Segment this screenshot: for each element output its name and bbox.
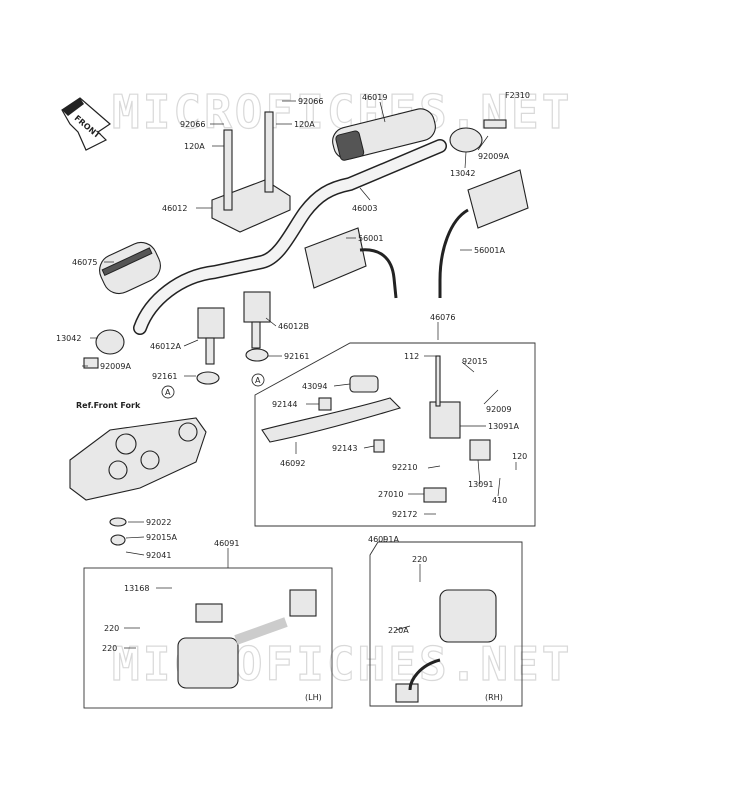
callout-13042-top: 13042 <box>450 169 475 178</box>
lever-46092 <box>261 397 402 443</box>
callout-92041: 92041 <box>146 551 171 560</box>
callout-46019: 46019 <box>362 93 387 102</box>
rh-label: (RH) <box>485 693 503 702</box>
callout-220-lh-bottom: 220 <box>102 644 117 653</box>
callout-46012A: 46012A <box>150 342 181 351</box>
callout-46012: 46012 <box>162 204 187 213</box>
spring-92144 <box>318 397 332 411</box>
mirror-56001A <box>438 169 529 298</box>
callout-46091A: 46091A <box>368 535 399 544</box>
callout-92066: 92066 <box>180 120 205 129</box>
callout-92210: 92210 <box>392 463 417 472</box>
front-arrow-icon <box>61 97 111 151</box>
switch-lh-box <box>83 567 333 709</box>
mirror-56001 <box>304 227 398 299</box>
bar-end-13042-left <box>83 329 125 369</box>
lever-assembly-box <box>254 342 536 527</box>
callout-92161-right: 92161 <box>284 352 309 361</box>
washer-92161-left <box>196 371 220 385</box>
triple-clamp <box>69 417 207 501</box>
callout-92143: 92143 <box>332 444 357 453</box>
callout-46075: 46075 <box>72 258 97 267</box>
holder-46012A <box>197 307 225 365</box>
marker-a-top <box>251 373 265 387</box>
callout-92009A-left: 92009A <box>100 362 131 371</box>
callout-92066-top: 92066 <box>298 97 323 106</box>
master-cylinder <box>429 355 461 439</box>
callout-92009A-top: 92009A <box>478 152 509 161</box>
callout-92015: 92015 <box>462 357 487 366</box>
callout-13042-left: 13042 <box>56 334 81 343</box>
callout-220A: 220A <box>388 626 409 635</box>
grip-46019 <box>332 108 436 161</box>
callouts: 92066 46019 92066 120A 120A 92009A 13042… <box>56 93 527 653</box>
figure-id: F2310 <box>505 91 530 100</box>
bracket-13091 <box>469 439 491 461</box>
callout-13091A: 13091A <box>488 422 519 431</box>
pin-92143 <box>373 439 385 453</box>
leaders <box>82 100 517 649</box>
handlebar-46003 <box>133 139 447 335</box>
callout-43094: 43094 <box>302 382 327 391</box>
callout-220-rh: 220 <box>412 555 427 564</box>
bracket-43094 <box>349 375 379 393</box>
marker-a-fork <box>161 385 175 399</box>
marker-a-top-label: A <box>255 376 261 385</box>
ref-front-fork: Ref.Front Fork <box>76 401 141 410</box>
callout-56001: 56001 <box>358 234 383 243</box>
washer-92022 <box>109 517 127 527</box>
lh-label: (LH) <box>305 693 322 702</box>
marker-a-fork-label: A <box>165 388 171 397</box>
switch-27010 <box>423 487 447 503</box>
callout-92161-left: 92161 <box>152 372 177 381</box>
callout-13168: 13168 <box>124 584 149 593</box>
callout-13091: 13091 <box>468 480 493 489</box>
callout-27010: 27010 <box>378 490 403 499</box>
callout-410: 410 <box>492 496 507 505</box>
callout-92015A: 92015A <box>146 533 177 542</box>
clamp-46012 <box>211 111 291 233</box>
callout-56001A: 56001A <box>474 246 505 255</box>
callout-46092: 46092 <box>280 459 305 468</box>
callout-92172: 92172 <box>392 510 417 519</box>
callout-92144: 92144 <box>272 400 297 409</box>
callout-92009: 92009 <box>486 405 511 414</box>
callout-120A-left: 120A <box>184 142 205 151</box>
holder-46012B <box>243 291 271 349</box>
callout-120A-right: 120A <box>294 120 315 129</box>
switch-rh-box <box>369 541 523 707</box>
callout-46091: 46091 <box>214 539 239 548</box>
switch-46091 <box>177 589 317 689</box>
callout-92022: 92022 <box>146 518 171 527</box>
callout-112: 112 <box>404 352 419 361</box>
callout-46012B: 46012B <box>278 322 309 331</box>
callout-46003: 46003 <box>352 204 377 213</box>
callout-120: 120 <box>512 452 527 461</box>
nut-92015A <box>110 534 126 546</box>
grip-46075 <box>99 241 161 295</box>
switch-46091A <box>395 589 497 703</box>
callout-46076: 46076 <box>430 313 455 322</box>
callout-220-lh-top: 220 <box>104 624 119 633</box>
washer-92161-right <box>245 348 269 362</box>
